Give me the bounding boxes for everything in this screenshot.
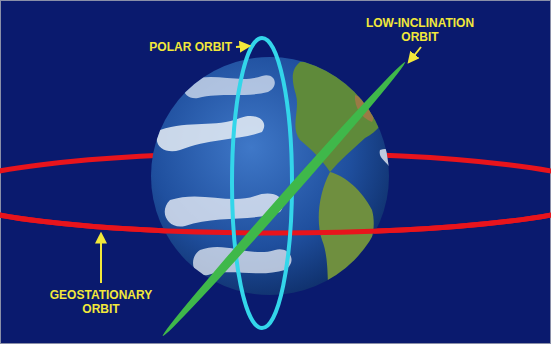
geostationary-orbit-label: GEOSTATIONARY ORBIT <box>45 288 157 316</box>
leader-arrow <box>100 234 102 283</box>
leader-arrow <box>409 47 421 62</box>
leader-arrow <box>236 46 249 47</box>
earth-globe <box>151 57 395 300</box>
low-inclination-orbit-label: LOW-INCLINATION ORBIT <box>360 16 480 44</box>
polar-orbit-label: POLAR ORBIT <box>140 40 232 54</box>
low-inclination-orbit <box>159 59 409 340</box>
polar-orbit <box>232 38 292 328</box>
